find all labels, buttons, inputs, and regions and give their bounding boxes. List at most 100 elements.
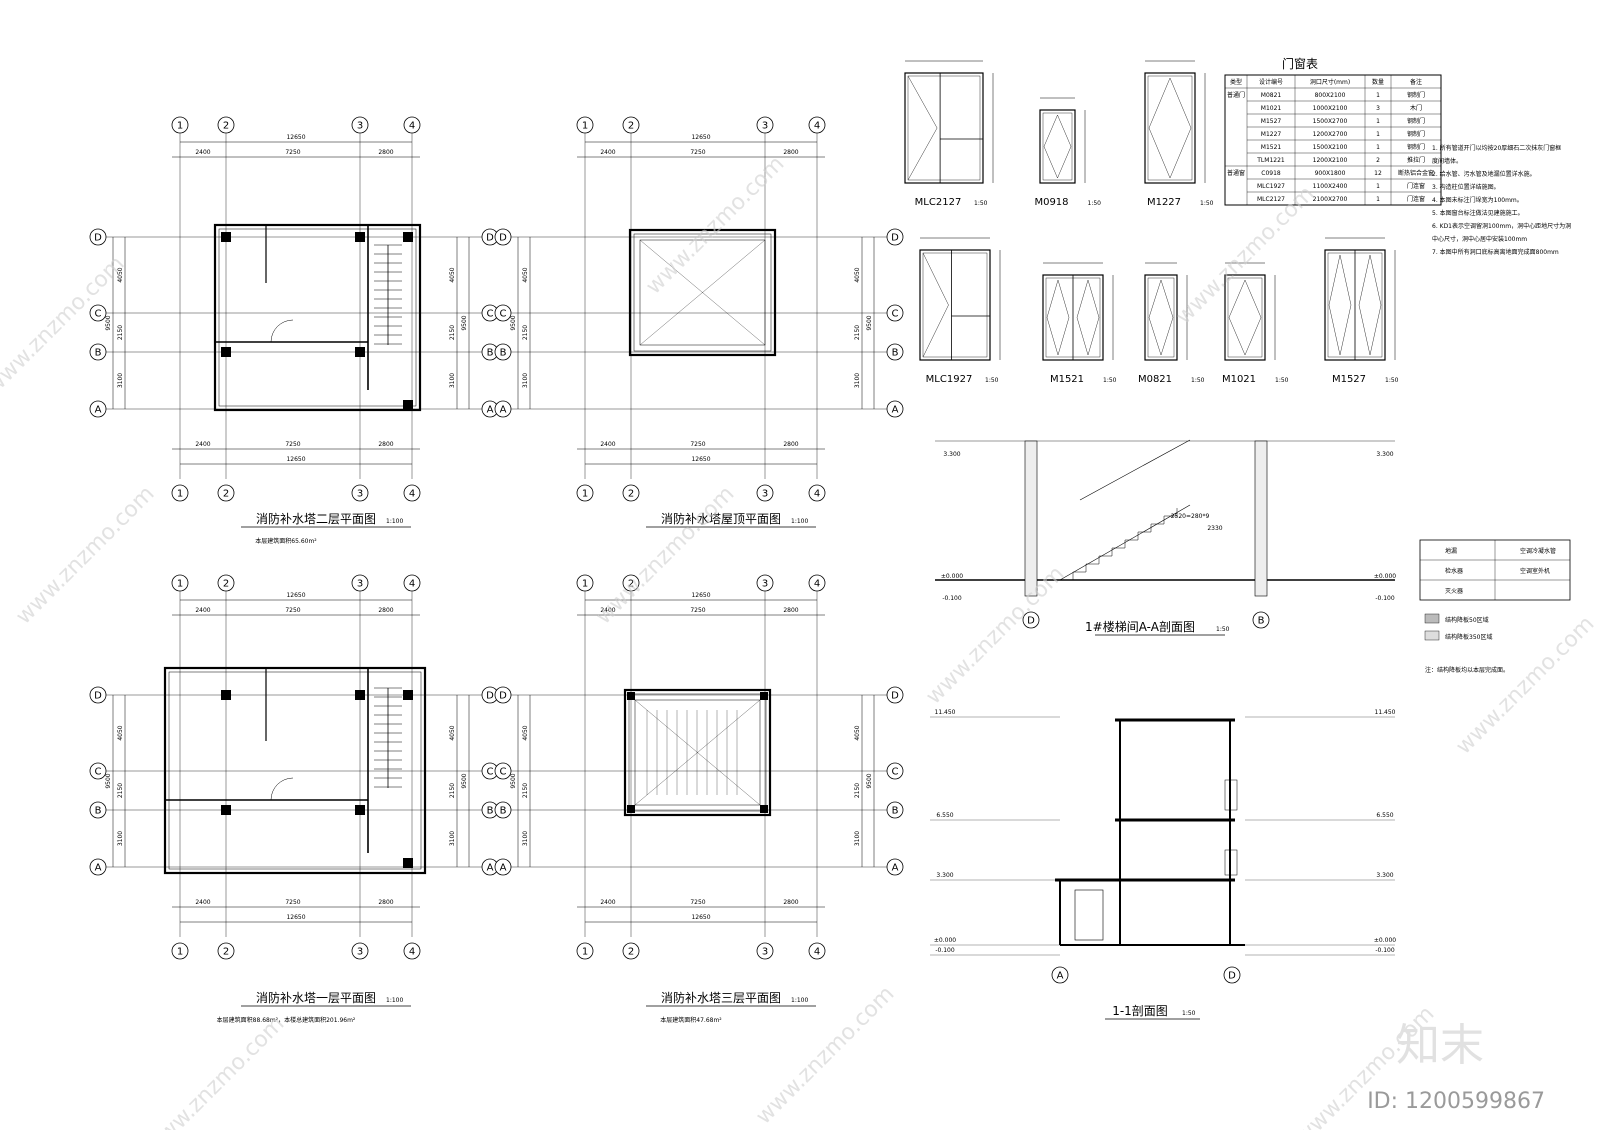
dim-col-bottom: 2800 xyxy=(783,899,798,906)
stair-flight-line xyxy=(1059,504,1191,581)
legend-item: 空调冷凝水管 xyxy=(1520,547,1556,555)
dim-depth-total: 9500 xyxy=(461,315,468,330)
row-bubble-right-D-label: D xyxy=(486,691,494,702)
col-bubble-bottom-4 xyxy=(808,942,826,960)
row-bubble-left-C-label: C xyxy=(95,309,102,320)
window-sash xyxy=(1227,277,1263,358)
row-bubble-right-D-label: D xyxy=(891,691,899,702)
row-bubble-left-D-label: D xyxy=(94,691,102,702)
door-table-cell: 1500X2700 xyxy=(1313,118,1348,125)
col-bubble-top-4 xyxy=(808,574,826,592)
note-line: 2. 给水管、污水管及地漏位置详水施。 xyxy=(1432,170,1536,178)
dim-row-side: 2150 xyxy=(117,783,124,798)
structural-column xyxy=(403,690,413,700)
section-window xyxy=(1224,779,1238,811)
note-line: 5. 本图窗台标注做法见建施施工。 xyxy=(1432,209,1524,217)
note-line: 3. 构造柱位置详结施图。 xyxy=(1432,183,1500,191)
stair-axis-B-label: B xyxy=(1258,616,1265,627)
opening-indicator xyxy=(907,75,938,181)
col-bubble-top-1 xyxy=(576,116,594,134)
dim-col-bottom: 2400 xyxy=(195,899,210,906)
row-bubble-left-B-label: B xyxy=(95,348,102,359)
stair-elevation-left: -0.100 xyxy=(942,595,962,602)
note-line: 度间墙体。 xyxy=(1432,157,1462,165)
window-frame xyxy=(1224,274,1266,361)
col-bubble-bottom-3 xyxy=(756,484,774,502)
note-line: 7. 本图中所有洞口底标高离地面完成面800mm xyxy=(1432,248,1559,256)
site-watermark: www.znzmo.com xyxy=(11,481,159,629)
dim-depth-total: 9500 xyxy=(510,315,517,330)
plan-scale: 1:100 xyxy=(791,518,808,525)
row-bubble-left-D-label: D xyxy=(499,691,507,702)
dim-col-bottom: 7250 xyxy=(690,441,705,448)
window-code: M1521 xyxy=(1050,374,1084,385)
col-bubble-top-3 xyxy=(756,574,774,592)
row-bubble-right-C xyxy=(886,762,904,780)
window-sash xyxy=(1147,277,1175,358)
row-bubble-left-C xyxy=(494,304,512,322)
plan-area-note: 本层建筑面积47.68m² xyxy=(660,1016,722,1024)
col-bubble-bottom-2-label: 2 xyxy=(628,947,634,958)
row-bubble-left-A xyxy=(494,400,512,418)
door-table-cell: 推拉门 xyxy=(1407,156,1425,164)
window-scale: 1:50 xyxy=(1088,200,1102,207)
dim-col-bottom: 2400 xyxy=(600,441,615,448)
door-table-cell: 1000X2100 xyxy=(1313,105,1348,112)
structural-column xyxy=(627,692,635,700)
stair-flight-line xyxy=(1079,439,1191,501)
dim-row-side: 3100 xyxy=(449,373,456,388)
door-table-cell: 1200X2700 xyxy=(1313,131,1348,138)
section-axis-A-label: A xyxy=(1057,971,1064,982)
col-bubble-bottom-4 xyxy=(808,484,826,502)
window-sash xyxy=(907,75,981,181)
dim-row-side: 2150 xyxy=(449,325,456,340)
door-swing xyxy=(270,319,294,343)
door-table-cell: 2 xyxy=(1376,157,1380,164)
dim-row-side: 4050 xyxy=(522,725,529,740)
dim-depth-total: 9500 xyxy=(866,773,873,788)
dim-col-bottom: 2400 xyxy=(600,899,615,906)
site-watermark: www.znzmo.com xyxy=(591,481,739,629)
window-code: MLC1927 xyxy=(926,374,973,385)
dim-depth-total: 9500 xyxy=(461,773,468,788)
row-bubble-right-D xyxy=(886,228,904,246)
col-bubble-bottom-3 xyxy=(756,942,774,960)
dim-row-side: 4050 xyxy=(117,725,124,740)
dim-row-side: 2150 xyxy=(854,783,861,798)
col-bubble-bottom-3 xyxy=(351,484,369,502)
stair-wall xyxy=(1254,440,1268,597)
door-swing xyxy=(270,777,294,801)
door-table-cell: 普通门 xyxy=(1227,91,1245,99)
structural-column xyxy=(355,805,365,815)
dim-col-top: 7250 xyxy=(690,149,705,156)
row-bubble-right-B xyxy=(886,801,904,819)
row-bubble-left-A-label: A xyxy=(95,863,102,874)
opening-indicator xyxy=(922,252,949,358)
col-bubble-top-3-label: 3 xyxy=(762,121,768,132)
section-elevation-left: 6.550 xyxy=(936,812,953,819)
row-bubble-right-A-label: A xyxy=(892,863,899,874)
section-door xyxy=(1074,889,1104,941)
roof-slope-line xyxy=(634,699,761,806)
structural-column xyxy=(355,347,365,357)
dim-col-top: 2400 xyxy=(195,149,210,156)
col-bubble-bottom-1-label: 1 xyxy=(177,489,183,500)
window-frame xyxy=(904,72,984,184)
door-table-cell: 钢制门 xyxy=(1407,117,1425,125)
plan-scale: 1:100 xyxy=(386,997,403,1004)
col-bubble-top-2 xyxy=(622,574,640,592)
exterior-wall xyxy=(628,228,777,357)
row-bubble-left-C xyxy=(89,762,107,780)
col-bubble-bottom-3-label: 3 xyxy=(762,947,768,958)
col-bubble-bottom-3-label: 3 xyxy=(357,489,363,500)
door-table-cell: 1 xyxy=(1376,196,1380,203)
door-table-cell: TLM1221 xyxy=(1256,157,1285,164)
exterior-wall xyxy=(623,688,772,817)
row-bubble-left-D-label: D xyxy=(94,233,102,244)
structural-column xyxy=(355,690,365,700)
dim-col-bottom: 7250 xyxy=(690,899,705,906)
structural-column xyxy=(221,690,231,700)
structural-column xyxy=(221,347,231,357)
